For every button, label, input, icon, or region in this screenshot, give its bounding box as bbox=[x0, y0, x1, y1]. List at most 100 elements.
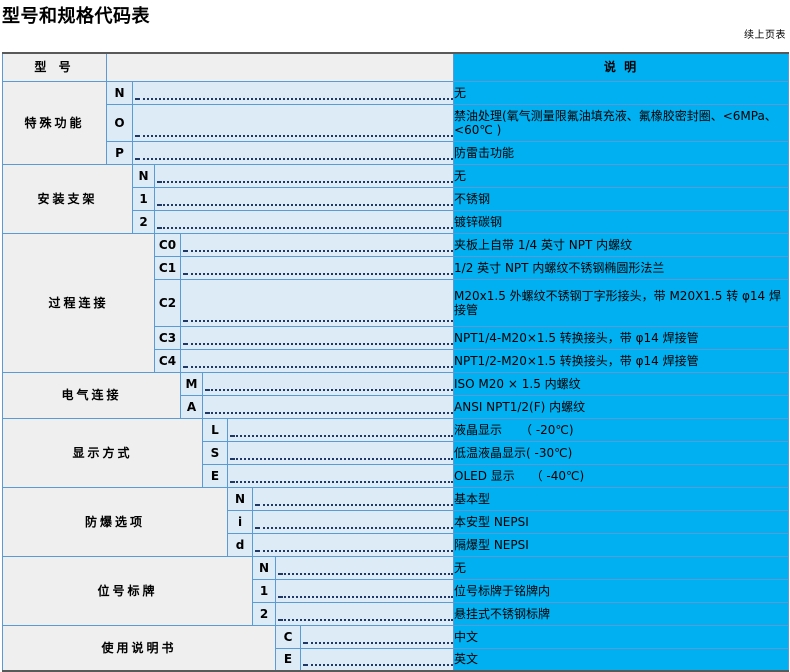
leader-dots bbox=[186, 364, 453, 368]
leader-dots bbox=[186, 341, 453, 345]
dotted-leader bbox=[179, 278, 455, 327]
leader-dots-start bbox=[230, 433, 234, 437]
description-cell: 无 bbox=[453, 163, 790, 188]
leader-dots-start bbox=[157, 179, 161, 183]
leader-dots bbox=[258, 548, 453, 552]
description-cell: 英文 bbox=[453, 647, 790, 672]
leader-dots bbox=[258, 502, 453, 506]
description-cell: 不锈钢 bbox=[453, 186, 790, 211]
dotted-leader bbox=[274, 578, 455, 603]
description-cell: OLED 显示 （ -40℃) bbox=[453, 463, 790, 488]
description-cell: 夹板上自带 1/4 英寸 NPT 内螺纹 bbox=[453, 232, 790, 257]
leader-dots bbox=[281, 617, 453, 621]
code-cell: A bbox=[180, 394, 203, 419]
dotted-leader bbox=[131, 80, 455, 105]
dotted-leader bbox=[179, 232, 455, 257]
description-cell: NPT1/4-M20×1.5 转换接头，带 φ14 焊接管 bbox=[453, 325, 790, 350]
description-cell: 悬挂式不锈钢标牌 bbox=[453, 601, 790, 626]
group-label-2: 安装支架 bbox=[2, 163, 133, 234]
header-model-label: 型 号 bbox=[2, 52, 107, 82]
dotted-leader bbox=[251, 486, 455, 511]
dotted-leader bbox=[251, 509, 455, 534]
description-cell: 隔爆型 NEPSI bbox=[453, 532, 790, 557]
code-cell: C0 bbox=[154, 232, 181, 257]
dotted-leader bbox=[131, 103, 455, 142]
code-cell: C2 bbox=[154, 278, 181, 327]
description-cell: NPT1/2-M20×1.5 转换接头，带 φ14 焊接管 bbox=[453, 348, 790, 373]
description-cell: ANSI NPT1/2(F) 内螺纹 bbox=[453, 394, 790, 419]
dotted-leader bbox=[179, 325, 455, 350]
group-label-6: 防爆选项 bbox=[2, 486, 228, 557]
code-cell: O bbox=[106, 103, 133, 142]
leader-dots bbox=[281, 571, 453, 575]
code-cell: N bbox=[106, 80, 133, 105]
code-cell: i bbox=[227, 509, 253, 534]
group-label-7: 位号标牌 bbox=[2, 555, 253, 626]
leader-dots-start bbox=[183, 318, 187, 322]
code-cell: 2 bbox=[252, 601, 276, 626]
description-cell: 低温液晶显示( -30℃) bbox=[453, 440, 790, 465]
leader-dots bbox=[138, 133, 453, 137]
dotted-leader bbox=[201, 371, 455, 396]
leader-dots bbox=[208, 387, 453, 391]
dotted-leader bbox=[226, 440, 455, 465]
leader-dots-start bbox=[278, 617, 282, 621]
table-header-row: 型 号说 明 bbox=[2, 52, 790, 82]
leader-dots-start bbox=[183, 271, 187, 275]
leader-dots-start bbox=[255, 502, 259, 506]
dotted-leader bbox=[274, 555, 455, 580]
description-cell: 防雷击功能 bbox=[453, 140, 790, 165]
leader-dots bbox=[160, 225, 453, 229]
leader-dots-start bbox=[157, 225, 161, 229]
dotted-leader bbox=[251, 532, 455, 557]
leader-dots-start bbox=[183, 341, 187, 345]
table-row: d 隔爆型 NEPSI bbox=[3, 532, 790, 557]
group-label-4: 电气连接 bbox=[2, 371, 181, 419]
code-cell: L bbox=[202, 417, 228, 442]
code-cell: N bbox=[227, 486, 253, 511]
leader-dots bbox=[281, 594, 453, 598]
leader-dots bbox=[138, 96, 453, 100]
code-cell: C bbox=[275, 624, 301, 649]
description-cell: 液晶显示 （ -20℃) bbox=[453, 417, 790, 442]
leader-dots bbox=[160, 179, 453, 183]
leader-dots-start bbox=[230, 479, 234, 483]
description-cell: 本安型 NEPSI bbox=[453, 509, 790, 534]
leader-dots-start bbox=[157, 202, 161, 206]
code-cell: M bbox=[180, 371, 203, 396]
leader-dots bbox=[233, 479, 453, 483]
leader-dots-start bbox=[183, 248, 187, 252]
dotted-leader bbox=[299, 624, 455, 649]
leader-dots bbox=[186, 318, 453, 322]
leader-dots-start bbox=[278, 594, 282, 598]
leader-dots-start bbox=[135, 96, 139, 100]
dotted-leader bbox=[274, 601, 455, 626]
leader-dots bbox=[160, 202, 453, 206]
page-title: 型号和规格代码表 bbox=[2, 6, 150, 27]
code-cell: d bbox=[227, 532, 253, 557]
header-description-label: 说 明 bbox=[453, 52, 790, 82]
code-cell: C1 bbox=[154, 255, 181, 280]
leader-dots-start bbox=[303, 640, 307, 644]
leader-dots bbox=[208, 410, 453, 414]
code-cell: 2 bbox=[132, 209, 155, 234]
group-label-8: 使用说明书 bbox=[2, 624, 276, 672]
dotted-leader bbox=[299, 647, 455, 672]
leader-dots bbox=[233, 456, 453, 460]
description-cell: 1/2 英寸 NPT 内螺纹不锈钢椭圆形法兰 bbox=[453, 255, 790, 280]
